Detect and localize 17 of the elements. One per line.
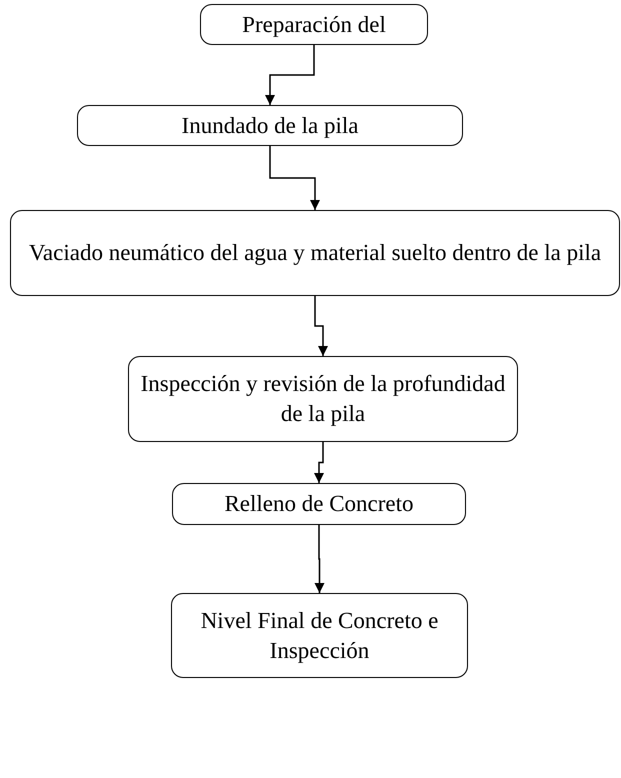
- arrow: [314, 442, 324, 483]
- process-box: [200, 4, 428, 45]
- step-text: Inspección y revisión de la profundidad de la pila: [140, 370, 506, 428]
- step-text: Vaciado neumático del agua y material suelto dentro de la pila: [28, 239, 602, 267]
- process-box: [77, 105, 463, 146]
- process-box: [128, 356, 518, 442]
- step-text: Nivel Final de Concreto e Inspección: [200, 606, 440, 665]
- process-box: [171, 593, 468, 678]
- process-box: [172, 483, 466, 525]
- arrow: [265, 45, 315, 105]
- arrow: [314, 296, 328, 356]
- arrow: [314, 525, 324, 593]
- arrow: [269, 146, 320, 210]
- step-text: Inundado de la pila: [182, 112, 358, 140]
- step-text: Relleno de Concreto: [224, 490, 414, 518]
- step-text: Preparación del: [242, 10, 386, 39]
- process-box: [10, 210, 620, 296]
